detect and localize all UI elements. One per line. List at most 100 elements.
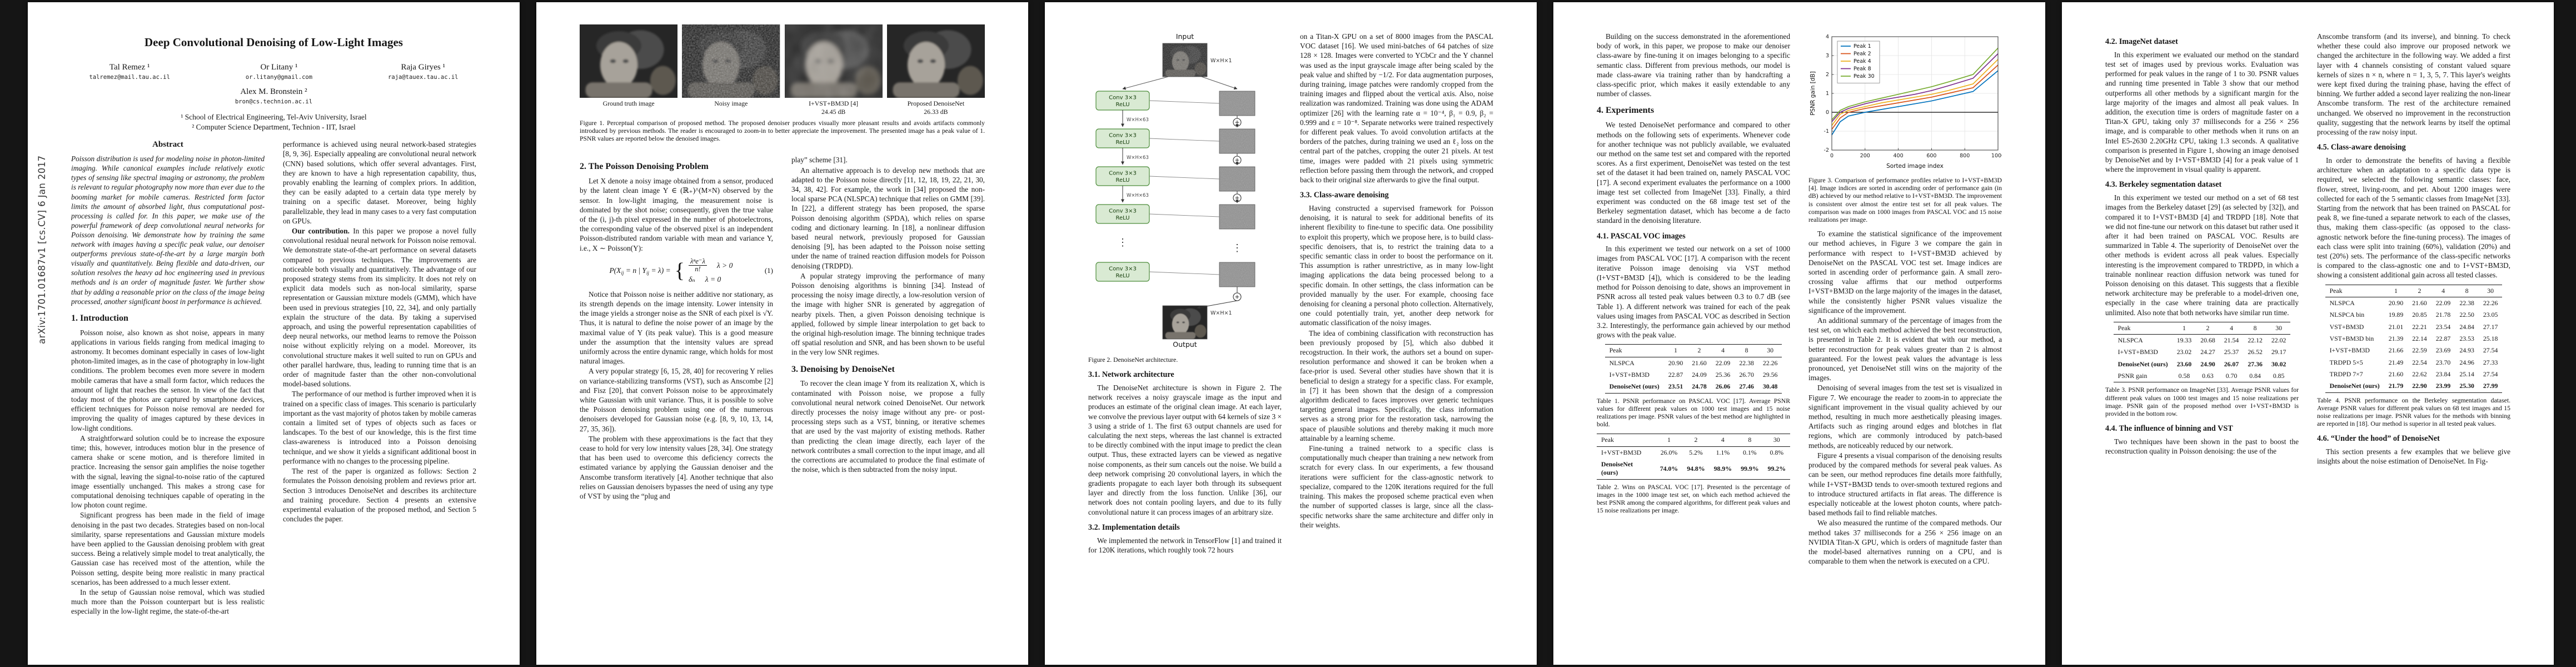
table-cell: 26.06 (1715, 382, 1731, 391)
subsection-heading: 4.1. PASCAL VOC images (1597, 231, 1686, 241)
table-cell: 22.87 (2435, 334, 2451, 342)
table-cell: 22.21 (2412, 322, 2427, 331)
table-cell: 21.01 (2388, 322, 2404, 331)
table-cell: I+VST+BM3D (2117, 348, 2158, 356)
svg-text:+: + (1234, 293, 1239, 301)
paragraph: Building on the success demonstrated in … (1597, 32, 1790, 98)
figure1-panel-noisy: Noisy image (682, 24, 780, 116)
abstract-heading: Abstract (152, 140, 183, 150)
svg-text:Conv 3×3: Conv 3×3 (1109, 171, 1137, 177)
svg-text:2: 2 (1826, 72, 1829, 78)
table-header-cell: 1 (2394, 286, 2398, 295)
affiliation-2: ² Computer Science Department, Technion … (192, 123, 356, 132)
svg-text:Peak 4: Peak 4 (1853, 58, 1871, 64)
paragraph: A popular strategy improving the perform… (791, 271, 985, 357)
table-cell: 22.09 (2435, 298, 2451, 307)
table-header-cell: 2 (1694, 436, 1698, 444)
table-cell: 22.09 (1715, 359, 1731, 367)
paragraph: Two techniques have been shown in the pa… (2105, 437, 2299, 456)
table-row: DenoiseNet (ours)74.0%94.8%98.9%99.9%99.… (1597, 459, 1790, 480)
table-cell: DenoiseNet (ours) (1601, 460, 1633, 477)
paragraph: Anscombe transform (and its inverse), an… (2317, 32, 2510, 137)
case-expression: δₙ (689, 275, 695, 283)
table-cell: 21.60 (2388, 370, 2404, 378)
paragraph: Having constructed a supervised framewor… (1300, 204, 1493, 327)
paragraph: The rest of the paper is organized as fo… (283, 467, 476, 524)
table-cell: NLSPCA bin (2329, 311, 2365, 319)
page-4-columns: Building on the success demonstrated in … (1597, 31, 2002, 646)
photo-clean-svg (580, 24, 678, 98)
affiliation-1: ¹ School of Electrical Engineering, Tel-… (181, 113, 367, 122)
table-cell: 99.9% (1741, 464, 1759, 472)
svg-text:-2: -2 (1824, 147, 1829, 153)
svg-text:800: 800 (1960, 153, 1970, 159)
table-cell: 24.27 (2200, 348, 2215, 356)
table-cell: 22.59 (2412, 346, 2427, 355)
table-cell: 0.70 (2225, 372, 2238, 380)
svg-text:W×H×1: W×H×1 (1210, 58, 1232, 64)
table-cell: 27.17 (2483, 322, 2498, 331)
section-heading: 4. Experiments (1597, 106, 1655, 116)
table-cell: 0.85 (2273, 372, 2285, 380)
table-cell: 25.37 (2224, 348, 2239, 356)
psnr-value: 26.33 dB (924, 107, 948, 116)
math-text: = λ) = (649, 266, 671, 275)
denominator: n! (695, 265, 701, 273)
author-name: Or Litany ¹ (260, 63, 298, 72)
table-header-cell: 2 (1697, 346, 1701, 355)
table-cell: 25.30 (2459, 382, 2474, 390)
table-cell: VST+BM3D (2329, 322, 2364, 331)
paragraph: An additional summary of the percentage … (1808, 316, 2002, 382)
subsection-heading: 4.2. ImageNet dataset (2105, 37, 2178, 46)
svg-text:W×H×63: W×H×63 (1127, 155, 1149, 161)
section-heading: 3. Denoising by DenoiseNet (791, 364, 895, 374)
table-cell: 98.9% (1713, 464, 1732, 472)
table-cell: 23.69 (2435, 346, 2451, 355)
table-cell: 21.39 (2388, 334, 2404, 342)
case-condition: λ = 0 (705, 275, 721, 283)
paragraph: In this experiment we evaluated our meth… (2105, 50, 2299, 174)
paragraph: Let X denote a noisy image obtained from… (580, 177, 773, 252)
svg-text:Conv 3×3: Conv 3×3 (1109, 208, 1137, 215)
table-cell: 23.53 (2459, 334, 2474, 342)
table-cell: I+VST+BM3D (2329, 346, 2370, 355)
table-cell: 21.66 (2388, 346, 2404, 355)
author-4: Alex M. Bronstein ² bron@cs.technion.ac.… (235, 87, 312, 105)
math-text: P(X (609, 266, 621, 275)
table-cell: 19.89 (2388, 311, 2404, 319)
table-cell: 29.56 (1762, 370, 1778, 379)
table-cell: PSNR gain (2117, 372, 2148, 380)
table-cell: 20.90 (1668, 359, 1683, 367)
table-cell: DenoiseNet (ours) (2117, 360, 2168, 368)
table-cell: 22.38 (1739, 359, 1754, 367)
table-cell: 22.90 (2412, 382, 2427, 390)
svg-text:1: 1 (1826, 91, 1829, 97)
author-email: or.litany@gmail.com (245, 74, 313, 81)
svg-text:+: + (1234, 119, 1239, 126)
paragraph: To examine the statistical significance … (1808, 230, 2002, 315)
figure1-label: Proposed DenoiseNet (907, 99, 965, 107)
